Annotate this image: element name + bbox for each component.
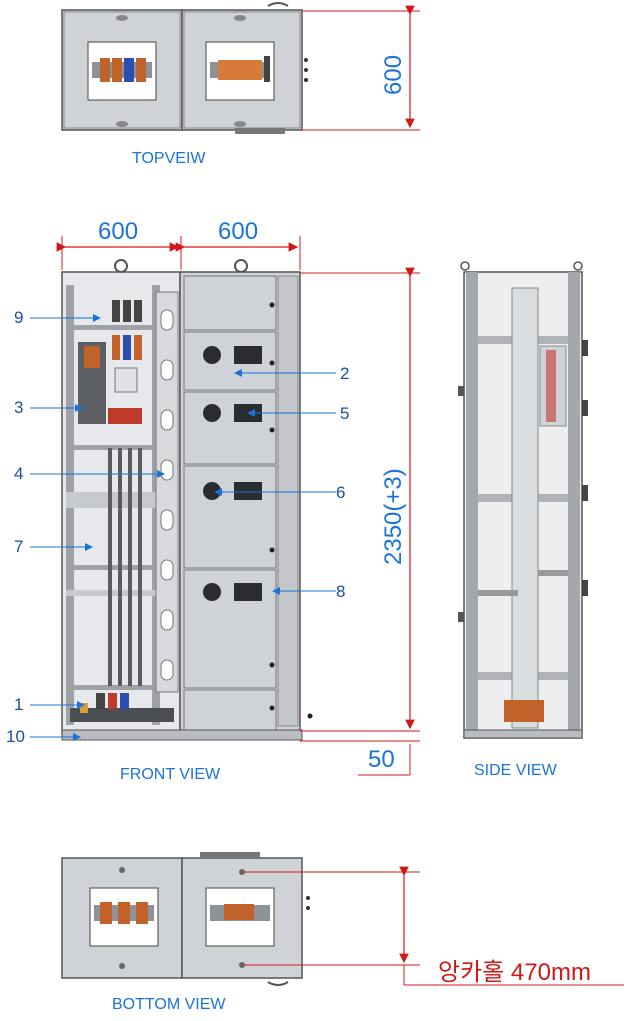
side-view-title: SIDE VIEW [474,762,557,779]
callout-5: 5 [340,404,350,423]
side-view [458,261,588,739]
bottom-view [61,852,624,986]
top-view-title: TOPVEIW [132,150,206,167]
callout-8: 8 [336,582,346,601]
top-view [61,2,420,134]
callout-4: 4 [14,464,24,483]
callout-6: 6 [336,483,346,502]
front-width-right-dimension: 600 [218,218,259,245]
callout-3: 3 [14,398,24,417]
callout-7: 7 [14,537,24,556]
callout-1: 1 [14,695,24,714]
callout-2: 2 [340,364,350,383]
height-dimension: 2350(+3) [380,468,407,565]
front-view [30,236,420,776]
callout-9: 9 [14,308,24,327]
top-depth-dimension: 600 [380,54,407,95]
front-width-left-dimension: 600 [98,218,139,245]
anchor-hole-dimension: 앙카홀 470mm [438,959,591,986]
front-view-title: FRONT VIEW [120,766,221,783]
base-dimension: 50 [368,746,395,773]
callout-10: 10 [6,727,25,746]
bottom-view-title: BOTTOM VIEW [112,996,226,1013]
